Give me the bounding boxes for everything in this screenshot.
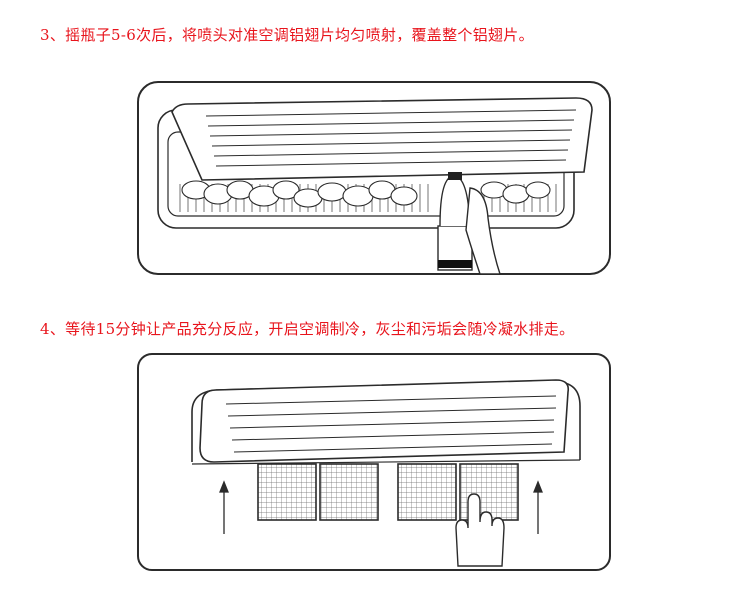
pointing-hand-icon bbox=[455, 493, 505, 567]
step-3-illustration bbox=[137, 81, 611, 275]
front-panel bbox=[199, 379, 570, 463]
up-arrow-icon bbox=[219, 480, 229, 534]
foam-icon bbox=[181, 180, 551, 208]
filter-screen-2 bbox=[319, 463, 379, 521]
step-4-illustration bbox=[137, 353, 611, 571]
hand-icon bbox=[465, 187, 501, 275]
up-arrow-icon bbox=[533, 480, 543, 534]
filter-screen-1 bbox=[257, 463, 317, 521]
filter-screens bbox=[257, 463, 519, 521]
step-3-instruction: 3、摇瓶子5-6次后，将喷头对准空调铝翅片均匀喷射，覆盖整个铝翅片。 bbox=[40, 26, 534, 44]
step-4-instruction: 4、等待15分钟让产品充分反应，开启空调制冷，灰尘和污垢会随冷凝水排走。 bbox=[40, 320, 575, 338]
air-conditioner-unit bbox=[157, 97, 593, 229]
front-panel bbox=[171, 97, 593, 181]
filter-screen-3 bbox=[397, 463, 457, 521]
air-conditioner-unit bbox=[191, 379, 581, 465]
